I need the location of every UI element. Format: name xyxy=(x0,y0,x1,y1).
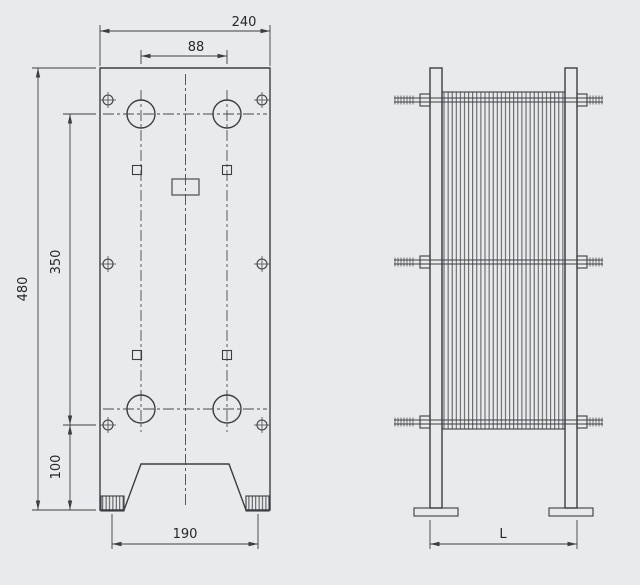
port-bottom-right xyxy=(212,394,242,424)
dim-label-overall-width: 240 xyxy=(232,15,257,30)
nut-left xyxy=(419,415,431,429)
square-feature-bottom-left xyxy=(131,349,143,361)
tie-bolt-top xyxy=(394,93,603,107)
dim-label-port-spacing-horizontal: 88 xyxy=(188,40,205,55)
dim-port-spacing-vertical: 350 xyxy=(49,113,96,426)
dim-label-length: L xyxy=(499,527,507,542)
tie-bolt-bottom xyxy=(394,415,603,429)
dim-length: L xyxy=(429,520,578,549)
foot-pad-right xyxy=(245,495,270,512)
foot-pad-left xyxy=(100,495,125,512)
square-feature-bottom-right xyxy=(221,349,233,361)
dim-overall-width: 240 xyxy=(99,15,271,66)
bolt-hole-middle-left xyxy=(100,256,116,272)
dim-label-port-spacing-vertical: 350 xyxy=(49,250,64,275)
tie-bolt-middle xyxy=(394,255,603,269)
port-top-right xyxy=(212,99,242,129)
square-feature-top-left xyxy=(131,164,143,176)
dim-label-overall-height: 480 xyxy=(16,277,31,302)
nut-left xyxy=(419,255,431,269)
foot-left xyxy=(413,507,459,517)
dim-bottom-section-height: 100 xyxy=(49,425,73,510)
nut-right xyxy=(576,255,588,269)
nut-left xyxy=(419,93,431,107)
bolt-hole-middle-right xyxy=(254,256,270,272)
nut-right xyxy=(576,415,588,429)
side-view xyxy=(394,67,603,517)
bolt-hole-top-right xyxy=(254,92,270,108)
dim-label-bottom-section-height: 100 xyxy=(49,455,64,480)
dim-label-base-width: 190 xyxy=(173,527,198,542)
square-feature-top-right xyxy=(221,164,233,176)
bolt-hole-bottom-left xyxy=(100,417,116,433)
side-view-dimensions: L xyxy=(429,520,578,549)
dim-port-spacing-horizontal: 88 xyxy=(140,40,228,64)
nameplate-feature xyxy=(171,178,200,196)
front-view xyxy=(99,67,271,512)
bolt-hole-bottom-right xyxy=(254,417,270,433)
nut-right xyxy=(576,93,588,107)
front-view-dimensions: 240 88 480 350 100 190 xyxy=(16,15,271,549)
dim-overall-height: 480 xyxy=(16,67,96,511)
dim-base-width: 190 xyxy=(111,514,259,549)
port-bottom-left xyxy=(126,394,156,424)
port-top-left xyxy=(126,99,156,129)
bolt-hole-top-left xyxy=(100,92,116,108)
foot-right xyxy=(548,507,594,517)
